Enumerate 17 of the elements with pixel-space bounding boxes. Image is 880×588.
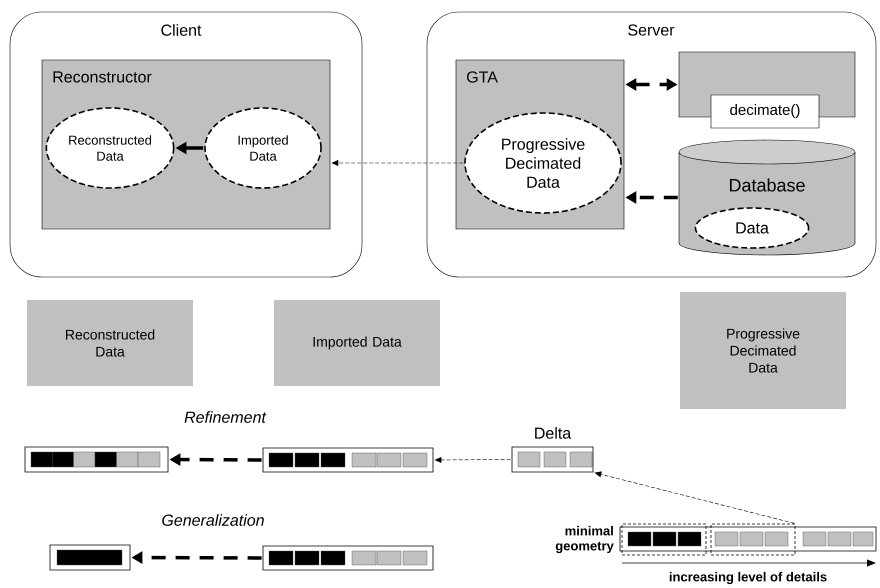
data-bar: Delta (512, 427, 594, 472)
dashed-group-box: minimal geometry (556, 524, 706, 556)
data-bar (262, 546, 434, 570)
data-bar (620, 526, 876, 552)
function-box: decimate() (710, 94, 820, 128)
data-bar (50, 544, 130, 570)
edge-label: Generalization (162, 514, 264, 526)
node-label: minimal geometry (556, 526, 614, 554)
axis-label: increasing level of details (670, 572, 827, 584)
data-bar (24, 446, 168, 472)
dashed-group-box (710, 524, 796, 556)
data-bar (262, 448, 434, 472)
data-tag: Progressive Decimated Data (680, 292, 846, 409)
data-tag: Imported Data (274, 300, 440, 386)
edge-label: Refinement (184, 411, 266, 423)
data-tag: Reconstructed Data (27, 300, 193, 386)
node-label: Delta (535, 427, 572, 439)
